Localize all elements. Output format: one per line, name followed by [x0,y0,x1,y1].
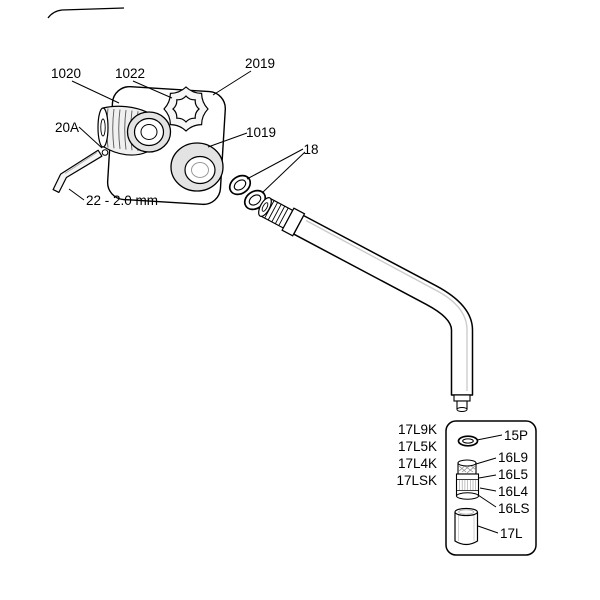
label-16L9: 16L9 [498,450,528,465]
leader-hex-key [68,188,85,201]
label-2019: 2019 [245,56,275,71]
leader-17L [477,525,499,534]
o-ring-1-inner [233,179,247,191]
leader-16L9 [475,457,497,465]
leader-16LS [477,494,497,508]
spout-sleeve [454,507,479,546]
spout-end-bore [261,202,269,212]
label-1020: 1020 [51,66,81,81]
thin-rod-line [47,7,125,19]
leader-15P [476,434,503,441]
spout [258,197,474,412]
label-1022: 1022 [115,66,145,81]
spout-tube [292,214,474,396]
spout-tip-step [453,394,471,402]
gasket [163,86,209,132]
label-16L4: 16L4 [498,484,529,499]
label-kit-17LSK: 17LSK [396,473,437,488]
labels: 1020 1022 2019 20A 1019 18 22 - 2.0 mm 1… [51,56,530,541]
outlet-inner-ring [184,155,216,185]
aerator-mesh [458,463,477,474]
aerator-o-ring [457,435,479,447]
leader-lines [68,70,503,534]
leader-1022 [132,80,173,99]
set-screw [101,149,109,156]
leader-18a [246,148,304,180]
leader-1020 [71,80,120,104]
gasket-outline [163,86,209,132]
label-kit-17L4K: 17L4K [398,456,437,471]
hex-key-outline [52,149,103,193]
thin-rod [47,7,125,19]
sleeve-top-inner [458,509,475,515]
nipple-bore [100,118,106,137]
leader-16L4 [479,487,497,492]
spout-highlight [305,219,468,391]
outlet-bore [191,162,209,178]
o-ring-1-outer [228,174,252,196]
label-17L: 17L [500,526,523,541]
hex-key-facet-line [64,152,98,174]
leader-16L5 [478,474,497,479]
label-1019: 1019 [246,125,276,140]
leader-2019 [212,70,252,96]
label-kit-17L5K: 17L5K [398,439,437,454]
aerator-knurl [459,480,476,490]
leader-18b [261,151,306,194]
inlet-bore [140,124,158,140]
label-16L5: 16L5 [498,467,528,482]
label-hex-key-size: 22 - 2.0 mm [86,193,158,208]
hex-key [52,149,103,193]
aerator-o-ring-inner [462,438,474,444]
label-18: 18 [303,142,318,157]
label-20A: 20A [55,120,79,135]
aerator-insert [455,459,480,500]
outlet-opening [170,142,224,192]
o-ring-1 [228,174,252,196]
spout-tip-end [456,407,468,412]
label-15P: 15P [504,428,528,443]
label-kit-17L9K: 17L9K [398,422,437,437]
o-ring-2-inner [248,194,262,206]
aerator-o-ring-outer [457,435,479,447]
sleeve-shading [458,515,475,541]
leader-1019 [207,132,248,148]
aerator-bottom [456,492,479,500]
aerator-housing-bands [456,479,479,491]
aerator-screen-top [457,459,477,467]
label-16LS: 16LS [498,501,530,516]
threaded-inlet [97,105,172,156]
detail-box [445,420,537,556]
spout-collar [281,207,306,237]
sleeve-body [454,512,479,546]
leader-20A [78,126,103,149]
